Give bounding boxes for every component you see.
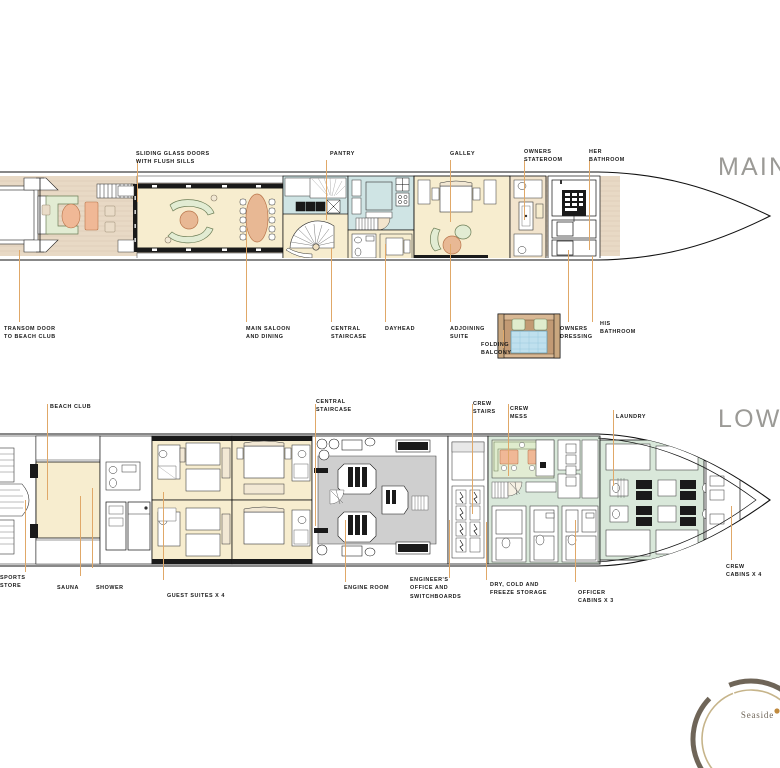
owners-stateroom — [413, 175, 511, 258]
label-laundry: LAUNDRY — [616, 414, 647, 420]
engineers-office — [447, 435, 489, 565]
beach-club — [30, 435, 101, 565]
lower-deck-title: LOWE — [718, 405, 780, 433]
seaside-logo — [690, 678, 780, 768]
label-crew-mess: CREW MESS — [510, 406, 529, 421]
sliding-glass-doors — [133, 184, 137, 252]
crew-mess-area — [487, 435, 601, 565]
sauna-and-shower — [99, 435, 153, 565]
owners-bathrooms — [509, 175, 547, 258]
main-deck-title: MAIN — [718, 153, 780, 181]
main-deck-drawing — [0, 171, 772, 359]
guest-suites — [151, 435, 313, 565]
engine-room — [311, 435, 449, 565]
laundry-units — [565, 443, 577, 487]
label-beach-club: BEACH CLUB — [50, 404, 92, 410]
crew-cabins — [599, 439, 741, 561]
label-central-staircase-lower: CENTRAL STAIRCASE — [316, 399, 352, 414]
lower-deck-drawing — [0, 433, 771, 567]
folding-balcony — [497, 313, 561, 359]
galley — [347, 175, 415, 231]
label-crew-stairs: CREW STAIRS — [473, 401, 496, 416]
forward-bow-area — [547, 175, 601, 258]
sports-store — [0, 435, 37, 565]
dayhead-and-adjoining-suite — [347, 229, 415, 258]
pantry-and-staircase — [282, 175, 350, 258]
logo-wordmark: Seaside — [740, 710, 774, 720]
aft-lounge-furniture — [41, 195, 116, 235]
main-saloon — [136, 183, 284, 253]
